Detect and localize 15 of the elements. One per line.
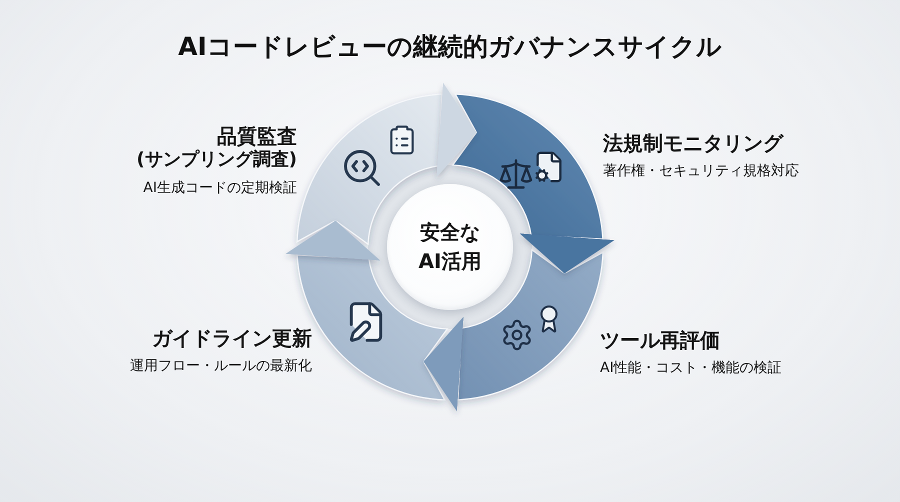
stage-description: 運用フロー・ルールの最新化	[130, 357, 312, 376]
arrow	[436, 82, 476, 178]
stage-description: 著作権・セキュリティ規格対応	[603, 162, 799, 181]
hub-label: 安全なAI活用	[418, 219, 482, 275]
arrow	[424, 316, 464, 412]
stage-description: AI生成コードの定期検証	[143, 179, 297, 198]
stage-description: AI性能・コスト・機能の検証	[600, 359, 782, 378]
stage-subtitle: (サンプリング調査)	[136, 148, 297, 172]
stage-title: ガイドライン更新	[152, 326, 312, 350]
stage-title: 法規制モニタリング	[603, 131, 783, 155]
stage-title: 品質監査	[217, 124, 297, 148]
stage-title: ツール再評価	[600, 328, 720, 352]
arrow	[520, 233, 614, 274]
arrow	[286, 220, 380, 261]
diagram-title: AIコードレビューの継続的ガバナンスサイクル	[178, 31, 722, 63]
